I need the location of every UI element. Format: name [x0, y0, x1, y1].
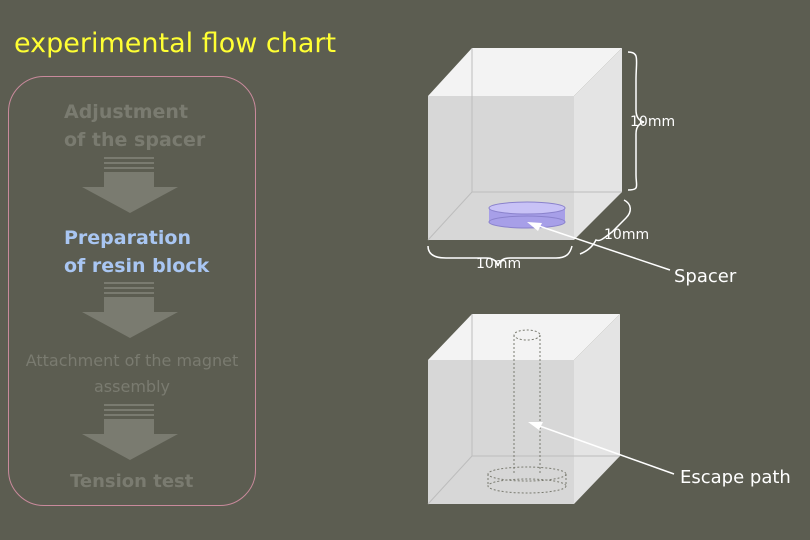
arrow-down-icon: [82, 404, 178, 460]
step-attachment: Attachment of the magnet assembly: [25, 351, 239, 396]
step-tension-test: Tension test: [70, 471, 194, 492]
resin-cube-bottom: [427, 314, 620, 505]
width-dimension-label: 10mm: [476, 256, 522, 272]
arrow-down-icon: [82, 157, 178, 213]
escape-path-label: Escape path: [680, 467, 791, 488]
escape-path-cylinder: [487, 329, 567, 494]
step-preparation: Preparation of resin block: [64, 227, 210, 277]
flow-chart-frame: [8, 76, 256, 506]
arrow-down-icon: [82, 282, 178, 338]
spacer-disc: [488, 201, 566, 229]
spacer-label: Spacer: [674, 266, 737, 287]
height-dimension-label: 10mm: [630, 114, 676, 130]
step-adjustment: Adjustment of the spacer: [64, 101, 206, 151]
depth-dimension-label: 10mm: [604, 227, 650, 243]
page-title: experimental flow chart: [14, 28, 337, 59]
